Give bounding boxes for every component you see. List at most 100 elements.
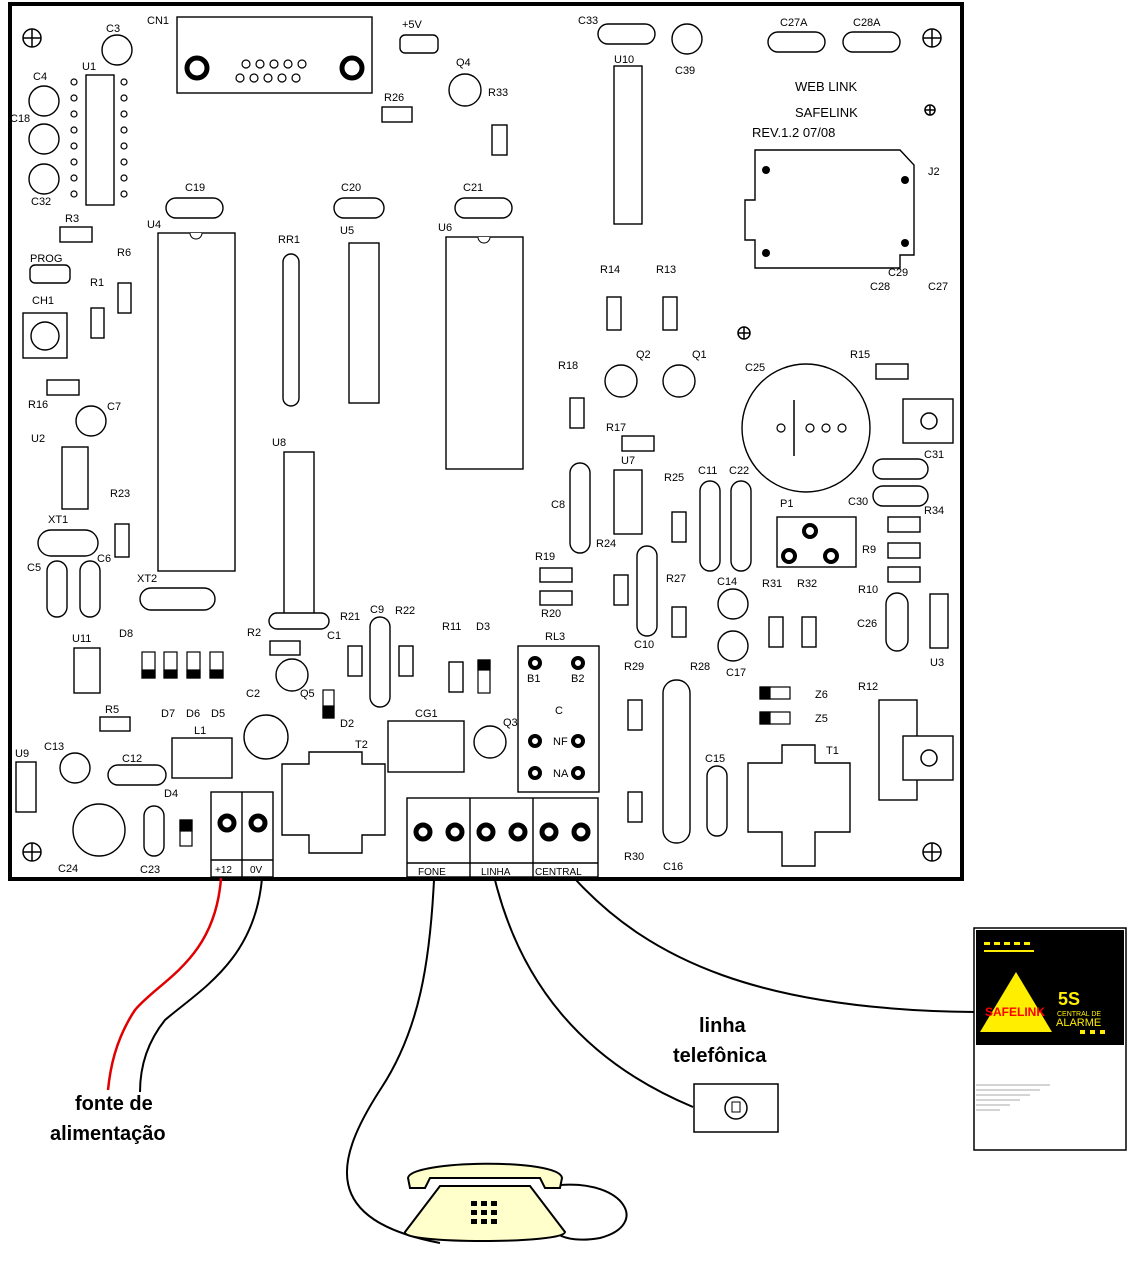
label-r28: R28	[690, 661, 710, 673]
inductor-l1	[171, 737, 233, 779]
label-c16: C16	[663, 861, 683, 873]
label-relay-nf: NF	[553, 736, 568, 748]
label-c8: C8	[551, 499, 565, 511]
oval-components	[29, 23, 929, 857]
label-r17: R17	[606, 422, 626, 434]
terminal-block-power[interactable]	[210, 791, 274, 878]
phone-line-label-1: linha	[699, 1015, 747, 1037]
label-r21: R21	[340, 611, 360, 623]
label-rr1: RR1	[278, 234, 300, 246]
label-c32: C32	[31, 196, 51, 208]
label-c3: C3	[106, 23, 120, 35]
terminal-label-fone: FONE	[418, 867, 446, 878]
trimmer-p1	[776, 516, 857, 568]
transformer-t2	[281, 751, 386, 854]
ic-u2	[61, 446, 89, 510]
label-xt2: XT2	[137, 573, 157, 585]
ic-u11	[73, 647, 101, 694]
radial-capacitors	[28, 23, 749, 857]
terminal-label-linha: LINHA	[481, 867, 511, 878]
label-r32: R32	[797, 578, 817, 590]
push-button-ch1	[22, 312, 68, 359]
label-r23: R23	[110, 488, 130, 500]
label-prog: PROG	[30, 253, 62, 265]
transformer-t1	[747, 744, 851, 867]
label-r29: R29	[624, 661, 644, 673]
sip-connectors	[15, 593, 949, 813]
label-relay-na: NA	[553, 768, 569, 780]
label-r18: R18	[558, 360, 578, 372]
label-b1: B1	[527, 673, 540, 685]
transistors	[275, 73, 696, 759]
phone-line-label-2: telefônica	[673, 1045, 767, 1067]
label-q3: Q3	[503, 717, 518, 729]
label-u11: U11	[72, 633, 91, 645]
module-j2	[744, 149, 915, 269]
wiring	[106, 877, 976, 1244]
terminal-label-central: CENTRAL	[535, 867, 582, 878]
label-r30: R30	[624, 851, 644, 863]
telephone-icon[interactable]	[403, 1162, 567, 1242]
label-z6: Z6	[815, 689, 828, 701]
relay-rl3	[517, 645, 600, 793]
led-blocks	[141, 651, 791, 847]
board-title-line-3: REV.1.2 07/08	[752, 125, 835, 140]
label-ch1: CH1	[32, 295, 54, 307]
capacitor-c25	[741, 363, 871, 493]
label-r5: R5	[105, 704, 119, 716]
label-q1: Q1	[692, 349, 707, 361]
label-rl3: RL3	[545, 631, 565, 643]
label-c29: C29	[888, 267, 908, 279]
label-r6: R6	[117, 247, 131, 259]
board-title-line-2: SAFELINK	[795, 105, 858, 120]
label-u8: U8	[272, 437, 286, 449]
label-r20: R20	[541, 608, 561, 620]
label-c9: C9	[370, 604, 384, 616]
terminal-block-phone[interactable]	[406, 797, 599, 878]
gas-discharge-cg1	[387, 720, 465, 773]
label-c19: C19	[185, 182, 205, 194]
label-r9: R9	[862, 544, 876, 556]
label-d4: D4	[164, 788, 178, 800]
label-c10: C10	[634, 639, 654, 651]
label-relay-c: C	[555, 705, 563, 717]
label-xt1: XT1	[48, 514, 68, 526]
label-r12: R12	[858, 681, 878, 693]
label-c31: C31	[924, 449, 944, 461]
ic-u5	[348, 242, 380, 404]
terminal-label-plus12: +12	[215, 865, 232, 876]
db9-connector	[176, 16, 373, 94]
label-c17: C17	[726, 667, 746, 679]
pcb-board: WEB LINK SAFELINK REV.1.2 07/08	[8, 2, 964, 881]
label-r27: R27	[666, 573, 686, 585]
label-u5: U5	[340, 225, 354, 237]
regulator-r12	[878, 699, 954, 801]
label-c13: C13	[44, 741, 64, 753]
label-r3: R3	[65, 213, 79, 225]
ic-u4	[157, 232, 236, 572]
alarm-panel[interactable]: 5S CENTRAL DE ALARME SAFELINK	[973, 927, 1127, 1151]
label-c27: C27	[928, 281, 948, 293]
label-r24: R24	[596, 538, 616, 550]
label-c15: C15	[705, 753, 725, 765]
label-c28a: C28A	[853, 17, 881, 29]
label-c26: C26	[857, 618, 877, 630]
label-c5: C5	[27, 562, 41, 574]
label-r34: R34	[924, 505, 944, 517]
component-labels: CN1 C3 U1 C4 C18 C32 +5V Q4 R26 R33 C33 …	[10, 15, 948, 876]
label-q5: Q5	[300, 688, 315, 700]
label-c39: C39	[675, 65, 695, 77]
board-title-line-1: WEB LINK	[795, 79, 857, 94]
label-r22: R22	[395, 605, 415, 617]
ic-u6	[445, 236, 524, 470]
label-c28: C28	[870, 281, 890, 293]
label-d5: D5	[211, 708, 225, 720]
label-c25: C25	[745, 362, 765, 374]
label-u2: U2	[31, 433, 45, 445]
label-r31: R31	[762, 578, 782, 590]
label-r1: R1	[90, 277, 104, 289]
label-r19: R19	[535, 551, 555, 563]
regulator-heatsink-top	[902, 398, 954, 444]
alarm-triangle-icon	[980, 972, 1052, 1032]
